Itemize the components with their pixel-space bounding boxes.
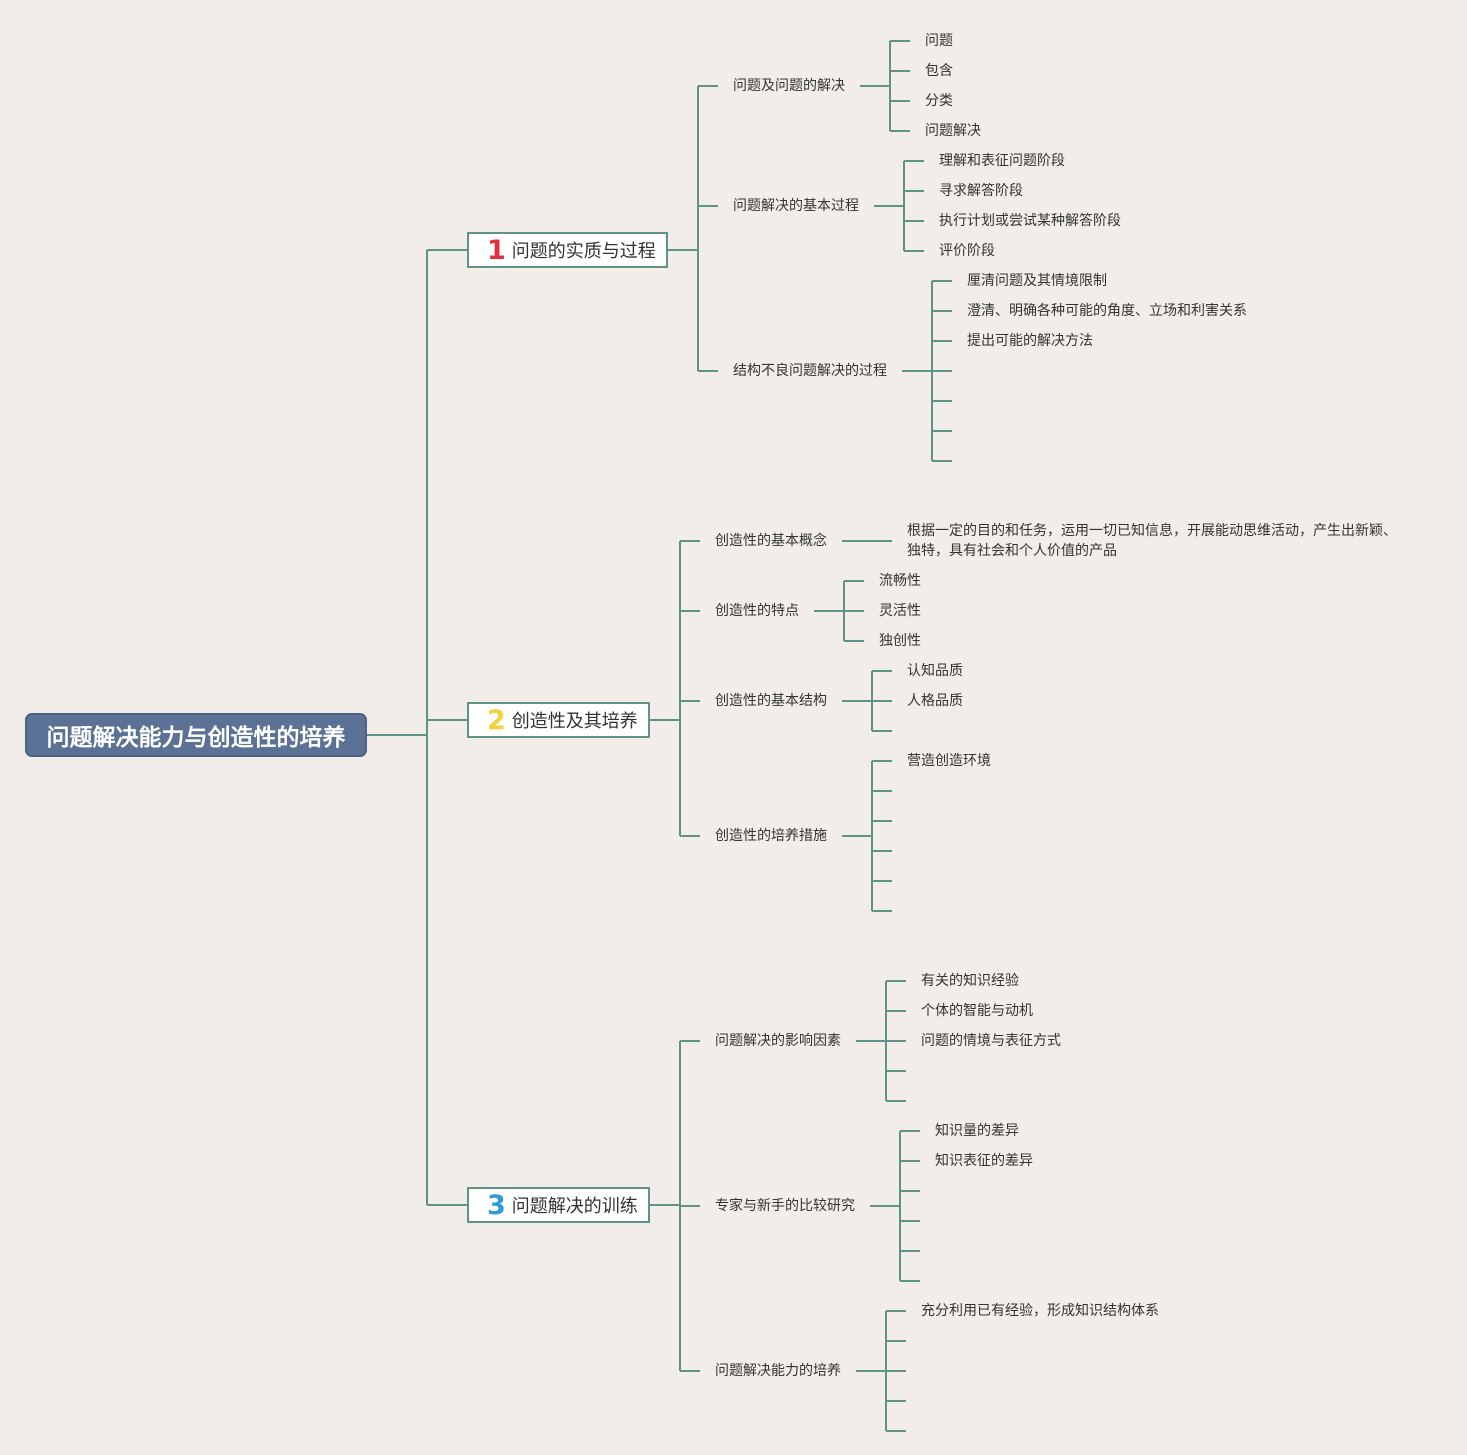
branch-1-label: 问题的实质与过程 (511, 241, 656, 262)
subtopic-influencing-factors[interactable]: 问题解决的影响因素 (715, 1033, 841, 1049)
subtopic-creativity-concept[interactable]: 创造性的基本概念 (715, 533, 827, 549)
branch-2-number: 2 (487, 704, 506, 736)
leaf-intelligence-motivation[interactable]: 个体的智能与动机 (921, 1003, 1033, 1019)
leaf-clarify-angles[interactable]: 澄清、明确各种可能的角度、立场和利害关系 (967, 303, 1247, 319)
leaf-clarify-limits[interactable]: 厘清问题及其情境限制 (967, 273, 1107, 289)
leaf-seek-stage[interactable]: 寻求解答阶段 (939, 183, 1023, 199)
subtopic-expert-novice[interactable]: 专家与新手的比较研究 (715, 1198, 855, 1214)
leaf-cognitive-quality[interactable]: 认知品质 (907, 663, 963, 679)
subtopic-creativity-measures[interactable]: 创造性的培养措施 (715, 828, 827, 844)
leaf-problem-solving[interactable]: 问题解决 (925, 123, 981, 139)
branch-1-number: 1 (487, 234, 506, 266)
leaf-problem[interactable]: 问题 (925, 33, 953, 49)
leaf-contain[interactable]: 包含 (925, 63, 953, 79)
leaf-understand-stage[interactable]: 理解和表征问题阶段 (939, 153, 1065, 169)
leaf-creativity-definition[interactable]: 根据一定的目的和任务，运用一切已知信息，开展能动思维活动，产生出新颖、独特，具有… (907, 523, 1397, 559)
branch-2-topic[interactable]: 2 创造性及其培养 (467, 702, 650, 738)
subtopic-ability-cultivation[interactable]: 问题解决能力的培养 (715, 1363, 841, 1379)
subtopic-basic-process[interactable]: 问题解决的基本过程 (733, 198, 859, 214)
leaf-use-experience[interactable]: 充分利用已有经验，形成知识结构体系 (921, 1303, 1159, 1319)
branch-3-topic[interactable]: 3 问题解决的训练 (467, 1187, 650, 1223)
branch-3-label: 问题解决的训练 (511, 1196, 638, 1217)
leaf-knowledge-experience[interactable]: 有关的知识经验 (921, 973, 1019, 989)
leaf-propose-methods[interactable]: 提出可能的解决方法 (967, 333, 1093, 349)
leaf-situation-representation[interactable]: 问题的情境与表征方式 (921, 1033, 1061, 1049)
leaf-flexibility[interactable]: 灵活性 (879, 603, 921, 619)
branch-1-topic[interactable]: 1 问题的实质与过程 (467, 232, 668, 268)
leaf-personality-quality[interactable]: 人格品质 (907, 693, 963, 709)
subtopic-problem-and-solving[interactable]: 问题及问题的解决 (733, 78, 845, 94)
leaf-fluency[interactable]: 流畅性 (879, 573, 921, 589)
leaf-category[interactable]: 分类 (925, 93, 953, 109)
root-topic[interactable]: 问题解决能力与创造性的培养 (25, 713, 367, 757)
leaf-create-environment[interactable]: 营造创造环境 (907, 753, 991, 769)
branch-2-label: 创造性及其培养 (511, 711, 638, 732)
subtopic-ill-structured-process[interactable]: 结构不良问题解决的过程 (733, 363, 887, 379)
subtopic-creativity-features[interactable]: 创造性的特点 (715, 603, 799, 619)
leaf-knowledge-representation[interactable]: 知识表征的差异 (935, 1153, 1033, 1169)
branch-3-number: 3 (487, 1189, 506, 1221)
leaf-knowledge-amount[interactable]: 知识量的差异 (935, 1123, 1019, 1139)
leaf-execute-stage[interactable]: 执行计划或尝试某种解答阶段 (939, 213, 1121, 229)
leaf-evaluate-stage[interactable]: 评价阶段 (939, 243, 995, 259)
subtopic-creativity-structure[interactable]: 创造性的基本结构 (715, 693, 827, 709)
leaf-originality[interactable]: 独创性 (879, 633, 921, 649)
